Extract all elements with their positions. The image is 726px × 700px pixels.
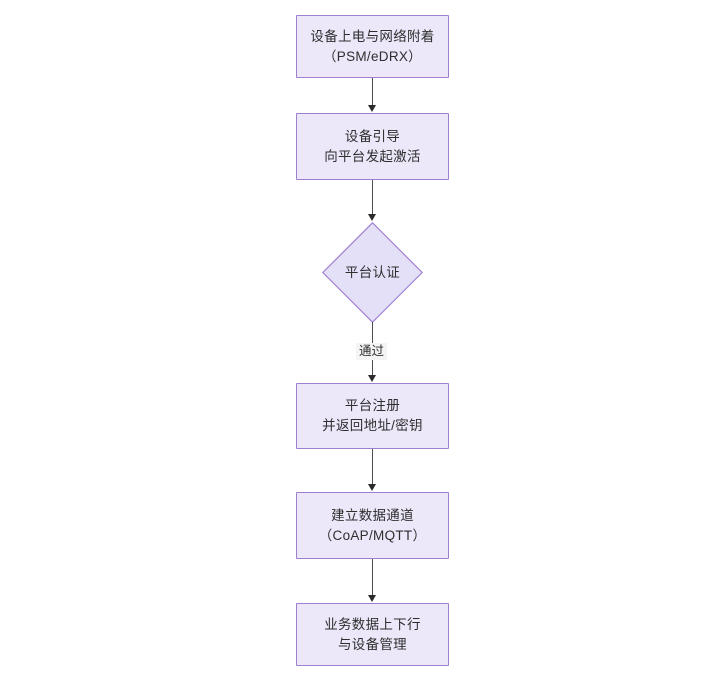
flow-node-device-bootstrap-label: 设备引导 向平台发起激活 xyxy=(324,128,421,164)
edge-n2-n3-line xyxy=(372,180,373,215)
edge-n4-n5-line xyxy=(372,449,373,485)
flow-node-platform-auth-decision[interactable]: 平台认证 xyxy=(322,222,423,323)
flow-node-platform-register[interactable]: 平台注册 并返回地址/密钥 xyxy=(296,383,449,449)
edge-n4-n5-arrowhead-icon xyxy=(368,484,376,491)
flow-node-device-power-on-label: 设备上电与网络附着 （PSM/eDRX） xyxy=(310,28,435,64)
edge-n1-n2-arrowhead-icon xyxy=(368,105,376,112)
edge-n5-n6-arrowhead-icon xyxy=(368,595,376,602)
flow-node-business-data-label: 业务数据上下行 与设备管理 xyxy=(324,616,421,652)
edge-n3-n4-label-pass: 通过 xyxy=(356,343,388,360)
edge-n1-n2-line xyxy=(372,78,373,106)
edge-n5-n6-line xyxy=(372,559,373,596)
flow-node-data-channel[interactable]: 建立数据通道 （CoAP/MQTT） xyxy=(296,492,449,559)
flow-node-device-bootstrap[interactable]: 设备引导 向平台发起激活 xyxy=(296,113,449,180)
flow-node-platform-auth-label: 平台认证 xyxy=(344,264,401,280)
edge-n3-n4-arrowhead-icon xyxy=(368,375,376,382)
flow-node-business-data[interactable]: 业务数据上下行 与设备管理 xyxy=(296,603,449,666)
flow-node-device-power-on[interactable]: 设备上电与网络附着 （PSM/eDRX） xyxy=(296,15,449,78)
flow-node-data-channel-label: 建立数据通道 （CoAP/MQTT） xyxy=(318,507,427,543)
flow-node-platform-register-label: 平台注册 并返回地址/密钥 xyxy=(322,398,423,433)
edge-n2-n3-arrowhead-icon xyxy=(368,214,376,221)
